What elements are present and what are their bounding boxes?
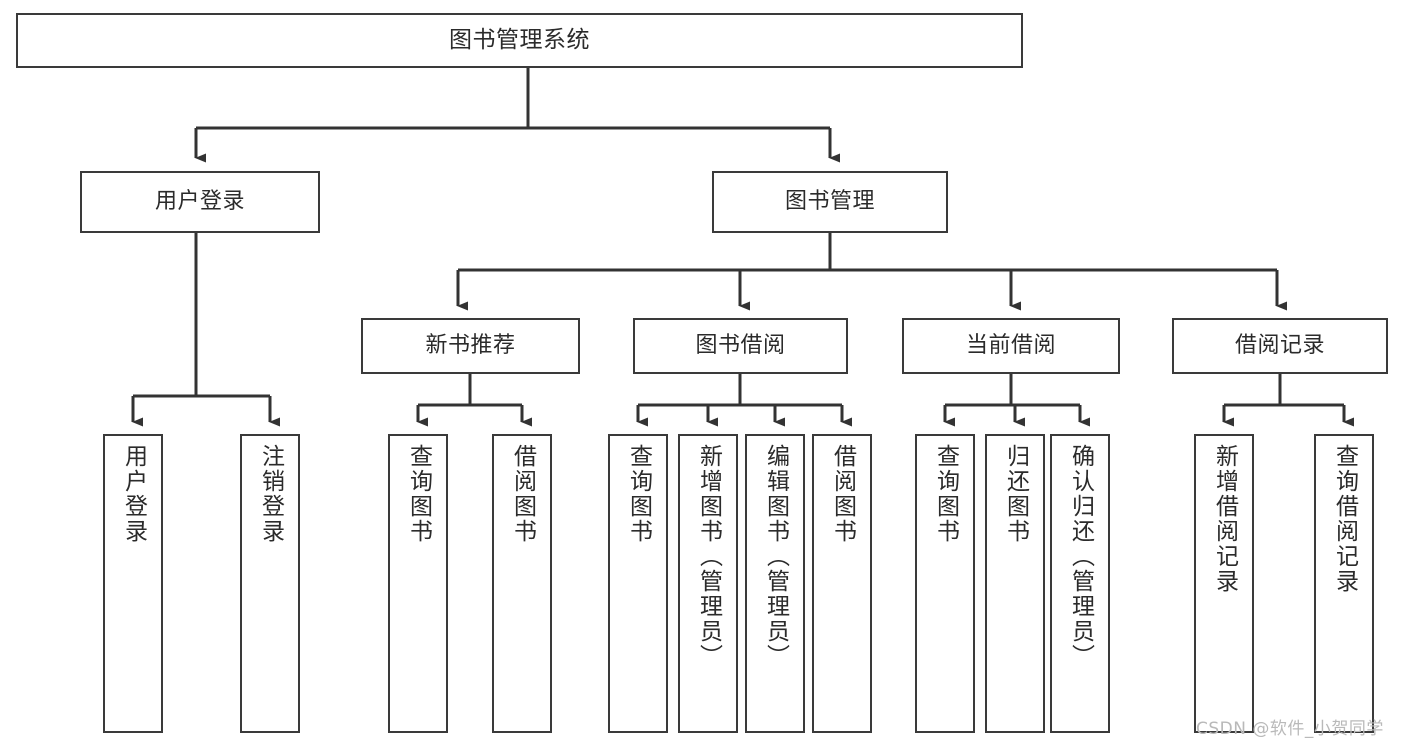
node-label: 借阅记录	[1234, 333, 1325, 359]
node-label: 当前借阅	[965, 333, 1056, 359]
leaf-borrow-record-add-record[interactable]: 新增借阅记录	[1194, 434, 1254, 733]
leaf-user-login-logout[interactable]: 注销登录	[240, 434, 300, 733]
leaf-book-borrow-query-book[interactable]: 查询图书	[608, 434, 668, 733]
node-book-borrow[interactable]: 图书借阅	[633, 318, 848, 374]
node-label: 注销登录	[257, 444, 284, 544]
leaf-book-borrow-edit-book-admin[interactable]: 编辑图书（管理员）	[745, 434, 805, 733]
leaf-current-borrow-query-book[interactable]: 查询图书	[915, 434, 975, 733]
leaf-new-book-query-book[interactable]: 查询图书	[388, 434, 448, 733]
node-label: 用户登录	[154, 189, 245, 215]
node-label: 查询借阅记录	[1331, 444, 1358, 594]
node-label: 借阅图书	[829, 444, 856, 544]
node-borrow-record[interactable]: 借阅记录	[1172, 318, 1388, 374]
node-current-borrow[interactable]: 当前借阅	[902, 318, 1120, 374]
leaf-current-borrow-confirm-return-admin[interactable]: 确认归还（管理员）	[1050, 434, 1110, 733]
node-label: 用户登录	[120, 444, 147, 544]
leaf-current-borrow-return-book[interactable]: 归还图书	[985, 434, 1045, 733]
node-label: 查询图书	[405, 444, 432, 544]
leaf-new-book-borrow-book[interactable]: 借阅图书	[492, 434, 552, 733]
node-label: 新增借阅记录	[1211, 444, 1238, 594]
node-label: 图书管理系统	[449, 26, 590, 53]
leaf-borrow-record-query-record[interactable]: 查询借阅记录	[1314, 434, 1374, 733]
node-label: 查询图书	[625, 444, 652, 544]
node-label: 确认归还（管理员）	[1067, 444, 1094, 669]
node-new-book-recommend[interactable]: 新书推荐	[361, 318, 580, 374]
leaf-user-login-login[interactable]: 用户登录	[103, 434, 163, 733]
node-root-book-management-system[interactable]: 图书管理系统	[16, 13, 1023, 68]
node-label: 新书推荐	[425, 333, 516, 359]
node-user-login[interactable]: 用户登录	[80, 171, 320, 233]
leaf-book-borrow-add-book-admin[interactable]: 新增图书（管理员）	[678, 434, 738, 733]
node-label: 图书管理	[784, 189, 875, 215]
node-label: 图书借阅	[695, 333, 786, 359]
node-label: 归还图书	[1002, 444, 1029, 544]
node-book-management[interactable]: 图书管理	[712, 171, 948, 233]
node-label: 借阅图书	[509, 444, 536, 544]
node-label: 查询图书	[932, 444, 959, 544]
node-label: 编辑图书（管理员）	[762, 444, 789, 669]
node-label: 新增图书（管理员）	[695, 444, 722, 669]
leaf-book-borrow-borrow-book[interactable]: 借阅图书	[812, 434, 872, 733]
